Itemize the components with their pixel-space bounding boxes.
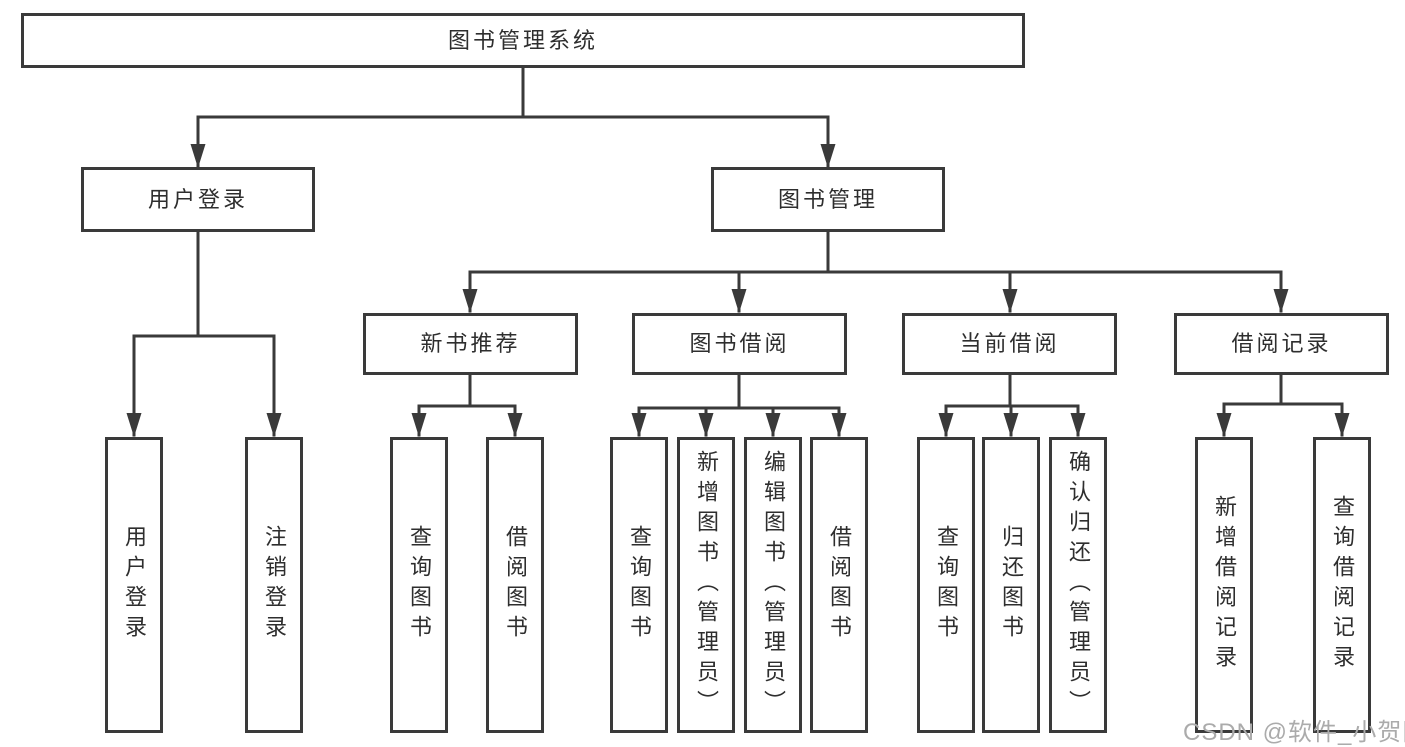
leaf-records-add-record: 新增借阅记录: [1195, 437, 1253, 733]
csdn-watermark: CSDN @软件_小贺同学: [1183, 719, 1405, 746]
node-current-borrow: 当前借阅: [902, 313, 1117, 375]
leaf-records-add-record-label: 新增借阅记录: [1212, 495, 1237, 675]
leaf-borrow-borrow-books-label: 借阅图书: [827, 525, 852, 645]
node-user-login: 用户登录: [81, 167, 315, 232]
connector-user-login-to-leaves: [132, 229, 276, 437]
connector-book-management-to-level3: [468, 229, 1283, 313]
leaf-records-query-record: 查询借阅记录: [1313, 437, 1371, 733]
node-book-borrow-label: 图书借阅: [689, 331, 790, 356]
connector-root-to-level2: [196, 64, 830, 168]
leaf-recommend-borrow-books: 借阅图书: [486, 437, 544, 733]
leaf-logout-login: 注销登录: [245, 437, 303, 733]
leaf-logout-login-label: 注销登录: [262, 525, 287, 645]
leaf-borrow-edit-book-admin: 编辑图书（管理员）: [744, 437, 802, 733]
node-new-book-recommend-label: 新书推荐: [420, 331, 521, 356]
leaf-current-query-books: 查询图书: [917, 437, 975, 733]
node-user-login-label: 用户登录: [147, 186, 248, 212]
leaf-current-query-books-label: 查询图书: [934, 525, 959, 645]
leaf-borrow-edit-book-admin-label: 编辑图书（管理员）: [761, 450, 786, 720]
leaf-borrow-add-book-admin-label: 新增图书（管理员）: [694, 450, 719, 720]
node-borrow-records-label: 借阅记录: [1231, 331, 1332, 356]
arrowheads: [126, 144, 1350, 437]
node-root: 图书管理系统: [21, 13, 1025, 68]
node-root-label: 图书管理系统: [447, 27, 598, 53]
leaf-borrow-query-books: 查询图书: [610, 437, 668, 733]
leaf-borrow-add-book-admin: 新增图书（管理员）: [677, 437, 735, 733]
leaf-current-return-books: 归还图书: [982, 437, 1040, 733]
connector-borrow-to-leaves: [637, 372, 841, 437]
node-book-management: 图书管理: [711, 167, 945, 232]
leaf-current-confirm-return-admin: 确认归还（管理员）: [1049, 437, 1107, 733]
node-book-management-label: 图书管理: [777, 186, 878, 212]
leaf-user-login: 用户登录: [105, 437, 163, 733]
node-current-borrow-label: 当前借阅: [959, 331, 1060, 356]
leaf-recommend-query-books: 查询图书: [390, 437, 448, 733]
connector-recommend-to-leaves: [417, 372, 517, 437]
leaf-current-return-books-label: 归还图书: [999, 525, 1024, 645]
leaf-current-confirm-return-admin-label: 确认归还（管理员）: [1066, 450, 1091, 720]
node-new-book-recommend: 新书推荐: [363, 313, 578, 375]
connector-records-to-leaves: [1222, 372, 1344, 437]
leaf-recommend-query-books-label: 查询图书: [407, 525, 432, 645]
leaf-user-login-label: 用户登录: [122, 525, 147, 645]
leaf-borrow-query-books-label: 查询图书: [627, 525, 652, 645]
node-borrow-records: 借阅记录: [1174, 313, 1389, 375]
leaf-recommend-borrow-books-label: 借阅图书: [503, 525, 528, 645]
node-book-borrow: 图书借阅: [632, 313, 847, 375]
leaf-borrow-borrow-books: 借阅图书: [810, 437, 868, 733]
leaf-records-query-record-label: 查询借阅记录: [1330, 495, 1355, 675]
